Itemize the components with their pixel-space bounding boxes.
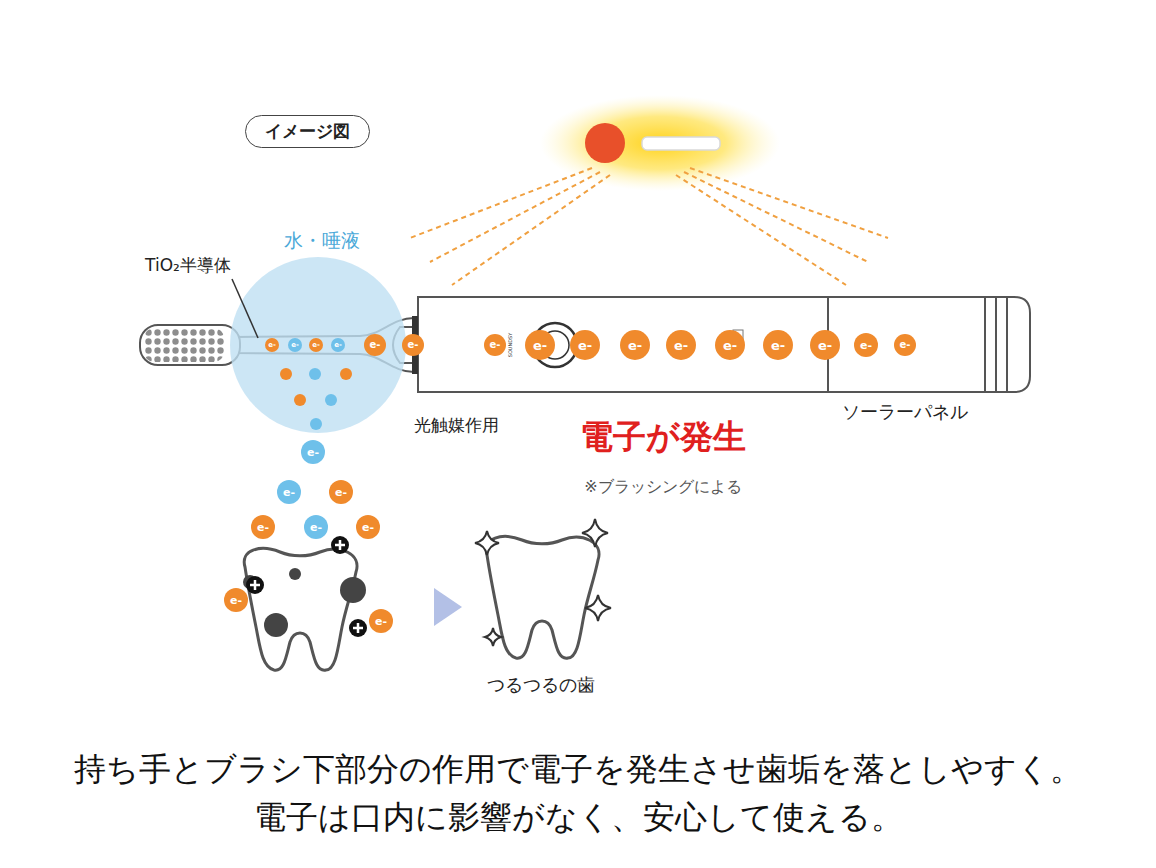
electron-circle: e- bbox=[277, 480, 301, 504]
electron-label: e- bbox=[370, 340, 381, 350]
electron-label: e- bbox=[674, 339, 688, 352]
electron-circle: e- bbox=[620, 330, 650, 360]
sun bbox=[585, 123, 625, 163]
title-pill: イメージ図 bbox=[245, 115, 370, 148]
electron-label: e- bbox=[860, 340, 872, 351]
electron-circle: e- bbox=[224, 588, 248, 612]
leader-line bbox=[232, 279, 258, 338]
electron-circle: e- bbox=[810, 330, 840, 360]
electron-label: e- bbox=[291, 342, 299, 349]
electron-circle: e- bbox=[331, 338, 345, 352]
electron-circle: e- bbox=[288, 338, 302, 352]
electron-circle: e- bbox=[364, 334, 386, 356]
electron-circle: e- bbox=[763, 330, 793, 360]
electron-label: e- bbox=[283, 487, 295, 498]
electron-label: e- bbox=[335, 487, 347, 498]
light-rays bbox=[410, 168, 888, 285]
electron-label: e- bbox=[362, 522, 374, 533]
electron-circle: e- bbox=[309, 338, 323, 352]
electron-circle: e- bbox=[329, 480, 353, 504]
electron-label: e- bbox=[771, 339, 785, 352]
electron-label: e- bbox=[900, 340, 911, 350]
electron-circle: e- bbox=[301, 440, 325, 464]
arrow-triangle bbox=[434, 588, 462, 626]
electron-label: e- bbox=[578, 339, 592, 352]
electron-circle: e- bbox=[484, 334, 506, 356]
electron-circle: e- bbox=[265, 338, 279, 352]
electron-label: e- bbox=[230, 595, 242, 606]
electron-label: e- bbox=[408, 340, 419, 350]
plus-charges bbox=[246, 536, 367, 637]
electron-circle: e- bbox=[854, 333, 878, 357]
electron-label: e- bbox=[490, 340, 501, 350]
light-glow bbox=[540, 95, 780, 191]
effect-label: 光触媒作用 bbox=[414, 415, 499, 435]
lamp bbox=[642, 137, 720, 150]
electron-label: e- bbox=[723, 339, 737, 352]
tooth-clean bbox=[486, 536, 599, 658]
title-text: イメージ図 bbox=[265, 123, 350, 140]
headline: 電子が発生 bbox=[580, 417, 746, 457]
electron-circle: e- bbox=[525, 330, 555, 360]
part-label: TiO₂半導体 bbox=[145, 255, 231, 275]
electron-label: e- bbox=[307, 447, 319, 458]
electron-circle: e- bbox=[402, 334, 424, 356]
result-label: つるつるの歯 bbox=[487, 674, 595, 696]
electron-circle: e- bbox=[570, 330, 600, 360]
water-label: 水・唾液 bbox=[284, 229, 360, 252]
electron-label: e- bbox=[257, 522, 269, 533]
electron-circle: e- bbox=[666, 330, 696, 360]
sparkles bbox=[475, 519, 611, 646]
brand-logo: SOUNDSY bbox=[507, 333, 513, 358]
electron-label: e- bbox=[268, 342, 276, 349]
electron-label: e- bbox=[334, 342, 342, 349]
electron-circle: e- bbox=[356, 515, 380, 539]
electron-circle: e- bbox=[369, 609, 393, 633]
electron-circle: e- bbox=[894, 334, 916, 356]
electron-label: e- bbox=[310, 522, 322, 533]
note: ※ブラッシングによる bbox=[584, 477, 741, 496]
electron-label: e- bbox=[533, 339, 547, 352]
electron-label: e- bbox=[628, 339, 642, 352]
part-label: ソーラーパネル bbox=[842, 401, 968, 423]
electron-circle: e- bbox=[251, 515, 275, 539]
water-circle bbox=[230, 257, 406, 433]
tooth-dirty bbox=[243, 548, 366, 670]
electron-circle: e- bbox=[304, 515, 328, 539]
electron-label: e- bbox=[375, 616, 387, 627]
electron-label: e- bbox=[312, 342, 320, 349]
electron-circle: e- bbox=[715, 330, 745, 360]
particles bbox=[280, 368, 352, 430]
caption: 持ち手とブラシ下部分の作用で電子を発生させ歯垢を落としやすく。 電子は口内に影響… bbox=[18, 745, 1138, 841]
electron-label: e- bbox=[818, 339, 832, 352]
